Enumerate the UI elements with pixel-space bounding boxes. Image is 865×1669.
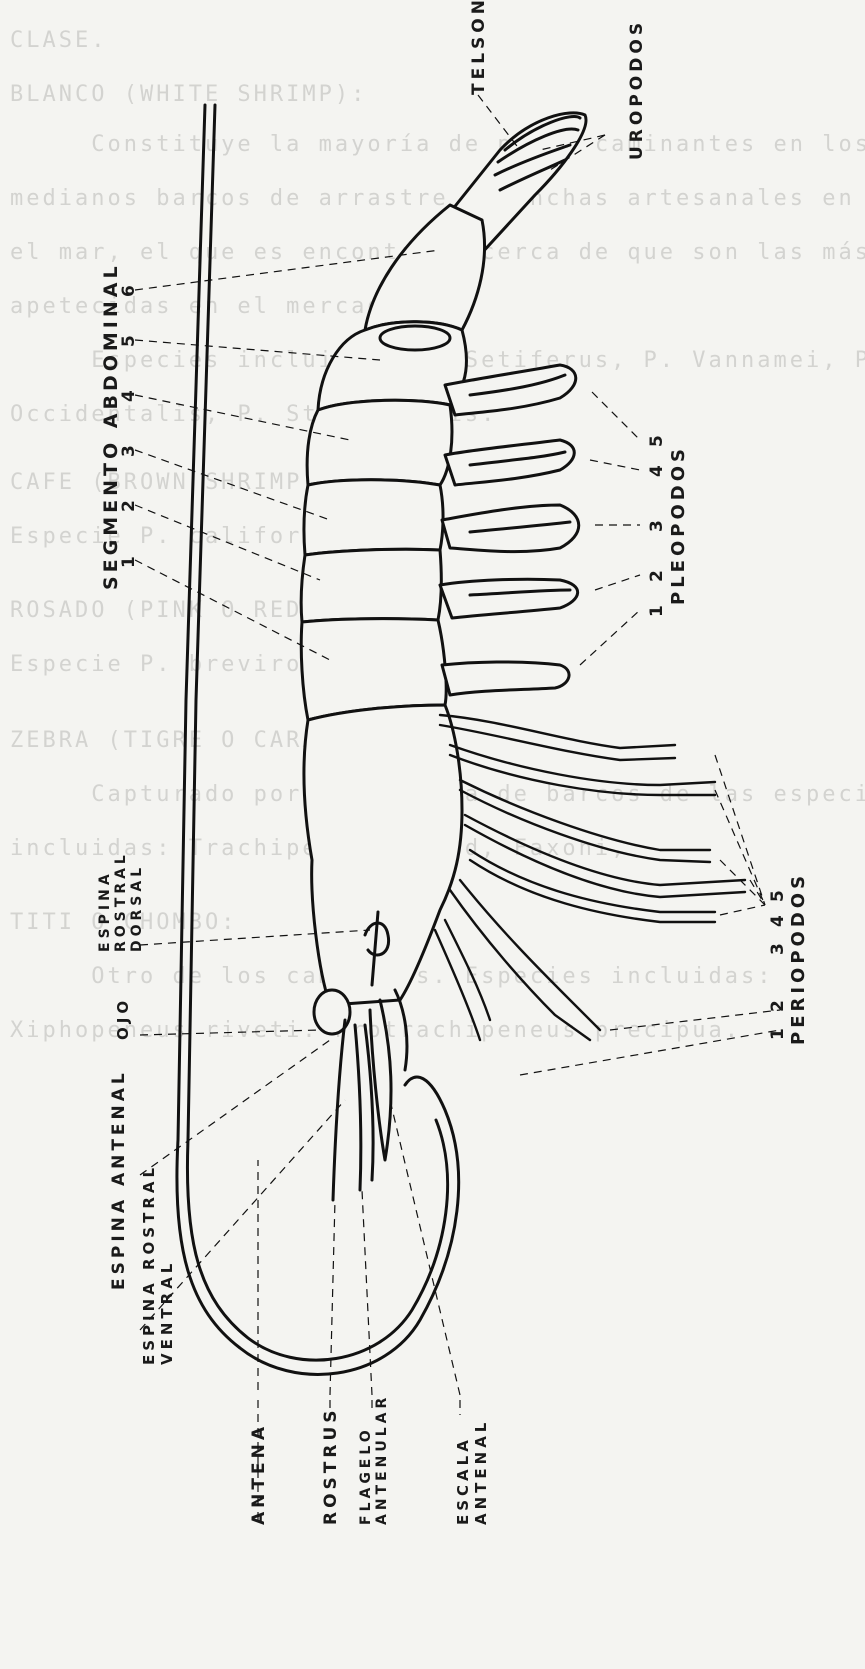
label-espina-rostral-dorsal-2: ROSTRAL [113,851,129,952]
pleopod-4 [445,440,574,485]
label-telson: TELSON [469,0,489,95]
label-segment-5: 5 [119,331,139,347]
label-espina-rostral-ventral-1: ESPINA ROSTRAL [140,1164,158,1365]
rostrus [333,1020,345,1200]
label-espina-rostral-dorsal-1: ESPINA [97,870,113,952]
label-segment-2: 2 [119,496,139,512]
segment-joint [380,326,450,350]
label-ojo: OJO [114,997,132,1040]
label-escala-antenal-1: ESCALA [454,1436,472,1525]
label-segment-6: 6 [119,281,139,297]
label-segment-4: 4 [119,386,139,402]
label-espina-rostral-ventral-2: VENTRAL [158,1260,176,1365]
label-antena: ANTENA [249,1423,269,1525]
label-segment-1: 1 [119,552,139,568]
pleopod-2 [440,579,578,618]
abdominal-segment-6 [365,205,485,330]
label-segment-3: 3 [119,441,139,457]
abdominal-segment-3 [304,480,443,555]
label-espina-antenal: ESPINA ANTENAL [109,1069,129,1290]
antennular-flagellum [355,1025,361,1190]
label-espina-rostral-dorsal-3: DORSAL [129,864,145,952]
label-pleopod-4: 4 [647,461,667,477]
periopods [435,715,745,1040]
label-periopodos: PERIOPODOS [788,872,809,1045]
label-segmento-abdominal: SEGMENTO ABDOMINAL [100,262,122,590]
label-periopod-3: 3 [768,939,788,955]
abdominal-segment-4 [307,400,452,485]
pleopod-3 [442,505,579,552]
label-escala-antenal-2: ANTENAL [472,1419,490,1525]
label-flagelo-antenular-1: FLAGELO [358,1426,374,1525]
label-flagelo-antenular-2: ANTENULAR [374,1394,390,1525]
label-uropodos: UROPODOS [627,19,647,160]
abdominal-segment-2 [301,549,441,622]
label-pleopod-3: 3 [647,516,667,532]
label-pleopod-1: 1 [647,601,667,617]
label-pleopodos: PLEOPODOS [668,445,689,605]
label-periopod-2: 2 [768,996,788,1012]
pleopod-1 [442,662,569,695]
carapace [304,705,462,1005]
label-periopod-1: 1 [768,1024,788,1040]
label-pleopod-2: 2 [647,566,667,582]
antennal-base [395,990,407,1070]
label-rostrus: ROSTRUS [321,1406,341,1525]
label-pleopod-5: 5 [647,431,667,447]
label-periopod-4: 4 [768,911,788,927]
label-periopod-5: 5 [768,886,788,902]
